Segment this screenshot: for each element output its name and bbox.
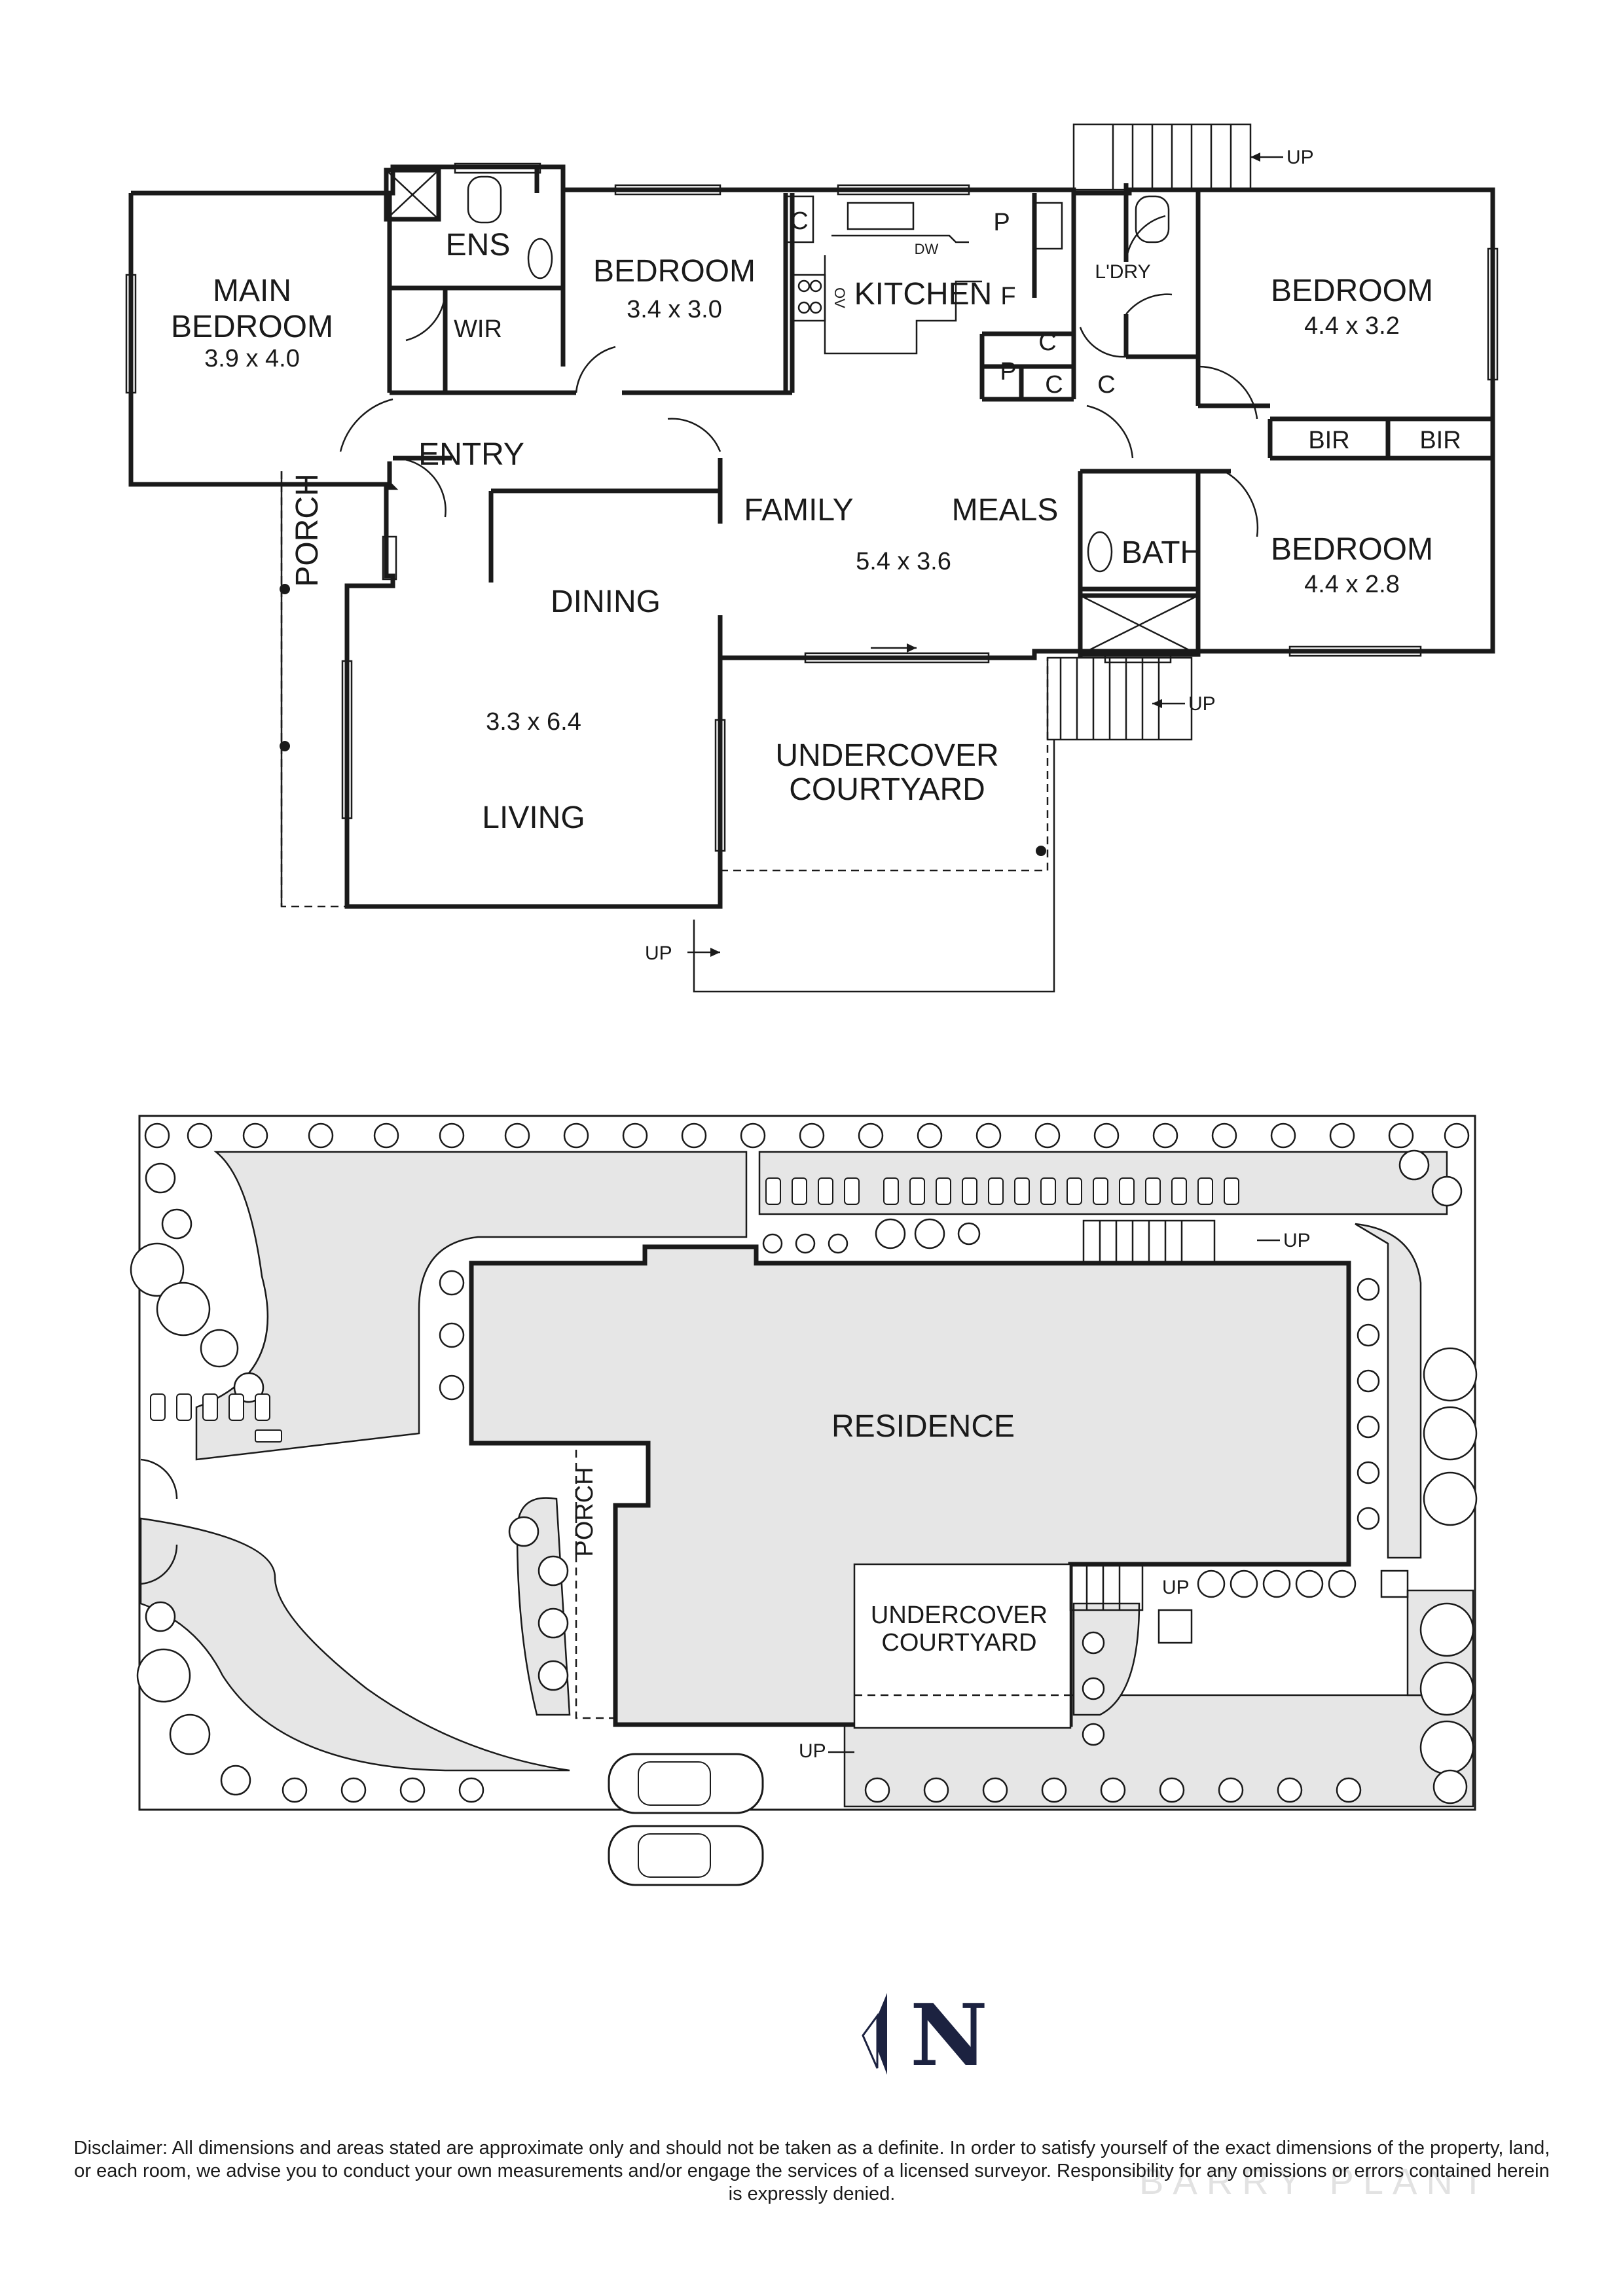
family-label: FAMILY [744,493,853,528]
pantry-label-2: P [1000,358,1016,386]
site-porch-label: PORCH [571,1467,598,1556]
bedroom-3-dimensions: 4.4 x 3.2 [1304,312,1400,340]
bedroom-2-label: BEDROOM [593,254,756,289]
family-meals-dimensions: 5.4 x 3.6 [856,548,951,575]
cooktop-icon [792,274,826,322]
cupboard-label-4: C [1097,371,1115,399]
cupboard-label-3: C [1045,371,1063,399]
ens-label: ENS [446,228,511,262]
north-arrow-icon: N [862,1985,988,2085]
site-up-label-1: UP [799,1740,826,1762]
watermark: BARRY PLANT [1139,2161,1493,2202]
site-up-label-3: UP [1162,1577,1190,1598]
room-labels: MAIN BEDROOM 3.9 x 4.0 ENS WIR BEDROOM 3… [171,228,1461,835]
dishwasher-label: DW [915,241,939,257]
fridge-icon [1033,202,1063,250]
up-label-courtyard: UP [645,942,672,964]
bedroom-4-dimensions: 4.4 x 2.8 [1304,571,1400,598]
toilet-ens [467,175,502,224]
fridge-label: F [1000,283,1015,310]
living-dimensions: 3.3 x 6.4 [486,708,581,736]
fixture-labels: C DW OV P F C P C C UP UP UP [645,147,1314,964]
main-bedroom-label: MAIN [213,274,291,308]
shower-bath [1078,593,1201,657]
windows [125,162,1499,852]
bedroom-4-label: BEDROOM [1271,532,1433,567]
bedroom-3-label: BEDROOM [1271,274,1433,308]
sink-icon [847,202,915,230]
disclaimer-text: Disclaimer: All dimensions and areas sta… [73,2138,1550,2204]
shower-ens [384,168,441,222]
dining-label: DINING [551,584,661,619]
bedroom-2-dimensions: 3.4 x 3.0 [627,296,722,323]
cupboard-c [784,195,814,243]
gate-icon [140,1458,178,1585]
outdoor-areas [280,471,1055,993]
shrubs [130,1122,1478,1804]
basin-bath [1087,531,1113,573]
fixtures [382,168,1201,657]
bollards [150,1177,1239,1443]
living-label: LIVING [482,800,585,835]
porch-step [382,535,397,581]
bir-label-1: BIR [1308,427,1349,454]
north-label: N [910,1985,988,2085]
cupboard-label-2: C [1038,329,1056,356]
residence-label: RESIDENCE [831,1409,1015,1444]
site-courtyard: UNDERCOVER COURTYARD UP [799,1563,1072,1762]
residence: RESIDENCE PORCH [469,1244,1351,1727]
site-plan: RESIDENCE PORCH UNDERCOVER COURTYARD UP … [130,1115,1478,1886]
porch-label: PORCH [290,473,325,586]
main-bedroom-label-2: BEDROOM [171,310,333,344]
courtyard-label-1: UNDERCOVER [775,738,998,773]
door-swings [339,215,1259,537]
meals-label: MEALS [952,493,1059,528]
laundry-label: L'DRY [1095,261,1150,283]
up-label-bath: UP [1188,693,1216,715]
bir-label-2: BIR [1419,427,1461,454]
stairs [1046,123,1283,741]
entry-label: ENTRY [418,437,524,472]
site-up-label-2: UP [1283,1230,1311,1251]
courtyard-label-2: COURTYARD [789,772,985,807]
car-icons [608,1753,764,1886]
kitchen-label: KITCHEN [854,277,993,312]
car-icon [608,1825,764,1886]
floor-plan: MAIN BEDROOM 3.9 x 4.0 ENS WIR BEDROOM 3… [125,123,1499,993]
toilet-bath [1135,195,1170,243]
car-icon [608,1753,764,1814]
site-courtyard-label-1: UNDERCOVER [871,1602,1048,1629]
cupboard-label: C [790,207,808,235]
site-stairs: UP UP [1069,1219,1409,1644]
wir-label: WIR [454,315,502,343]
pantry-label: P [993,209,1010,236]
bath-label: BATH [1122,535,1203,570]
basin-ens [527,238,553,279]
main-bedroom-dimensions: 3.9 x 4.0 [204,345,300,372]
up-label-top: UP [1286,147,1314,168]
site-courtyard-label-2: COURTYARD [881,1629,1036,1657]
oven-label: OV [831,287,848,308]
